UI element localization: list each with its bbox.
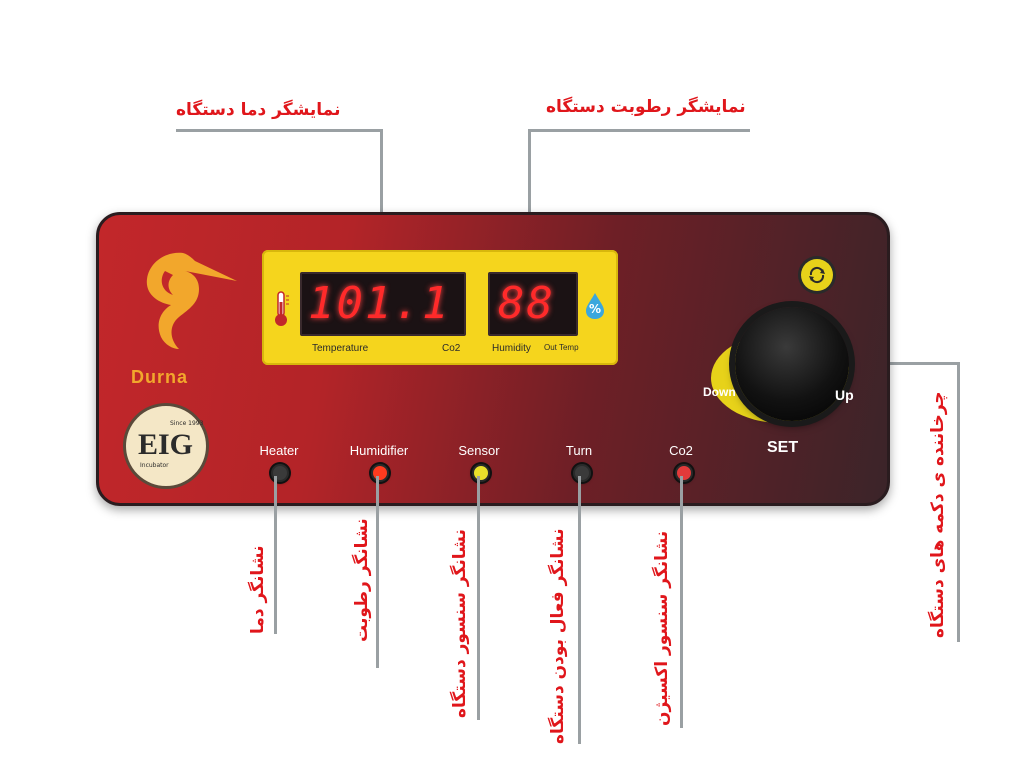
eig-sub: Incubator	[140, 462, 169, 469]
callout-temperature-display: نمایشگر دما دستگاه	[176, 100, 341, 120]
led-label-co2: Co2	[669, 443, 693, 458]
leader-knob-v	[957, 362, 960, 642]
eig-letters: EIG	[138, 428, 194, 461]
callout-co2: نشانگر سنسور اکسیژن	[652, 530, 672, 726]
callout-sensor: نشانگر سنسور دستگاه	[450, 529, 470, 718]
percent-symbol: %	[589, 302, 602, 316]
lcd-display: 101.1 Temperature Co2 88 Humidity Out Te…	[262, 250, 618, 365]
humidity-label: Humidity	[492, 343, 531, 354]
brand-name: Durna	[131, 367, 189, 387]
callout-heater: نشانگر دما	[248, 545, 268, 634]
leader-humidity-v	[528, 129, 531, 285]
humidity-segment-display: 88	[488, 272, 578, 336]
leader-humidity-h	[528, 129, 750, 132]
humidity-value: 88	[498, 278, 555, 329]
sensor-led	[472, 464, 490, 482]
knob-down-label: Down	[703, 385, 736, 399]
leader-turn	[578, 476, 581, 744]
co2-label: Co2	[442, 343, 461, 354]
leader-sensor	[477, 476, 480, 720]
callout-turn: نشانگر فعال بودن دستگاه	[548, 528, 568, 745]
callout-knob: چرخاننده ی دکمه های دستگاه	[928, 391, 948, 638]
leader-humidifier	[376, 476, 379, 668]
leader-temperature-h	[176, 129, 382, 132]
control-panel: Durna EIG Since 1993 Incubator 101.1 Tem…	[96, 212, 890, 506]
humidifier-led	[371, 464, 389, 482]
temperature-value: 101.1	[308, 278, 451, 329]
leader-co2	[680, 476, 683, 728]
leader-knob-h	[850, 362, 960, 365]
led-label-sensor: Sensor	[458, 443, 500, 458]
callout-humidifier: نشانگر رطوبت	[352, 518, 372, 642]
leader-temperature-v	[380, 129, 383, 285]
out-temp-label: Out Temp	[544, 343, 579, 352]
led-label-humidifier: Humidifier	[349, 443, 409, 458]
humidity-drop-icon: %	[584, 292, 606, 320]
led-label-turn: Turn	[565, 443, 593, 458]
temperature-segment-display: 101.1	[300, 272, 466, 336]
eig-badge: EIG Since 1993 Incubator	[123, 403, 209, 489]
knob-up-label: Up	[835, 387, 854, 403]
callout-humidity-display: نمایشگر رطوبت دستگاه	[546, 97, 746, 117]
led-label-heater: Heater	[259, 443, 299, 458]
temperature-label: Temperature	[312, 343, 369, 354]
rotate-icon	[801, 259, 833, 291]
control-knob[interactable]	[735, 307, 849, 421]
durna-bird-logo-icon	[146, 252, 237, 349]
eig-since: Since 1993	[170, 420, 204, 427]
knob-set-label: SET	[767, 439, 799, 456]
co2-led	[675, 464, 693, 482]
thermometer-icon	[275, 291, 289, 326]
leader-heater	[274, 476, 277, 634]
turn-led	[573, 464, 591, 482]
